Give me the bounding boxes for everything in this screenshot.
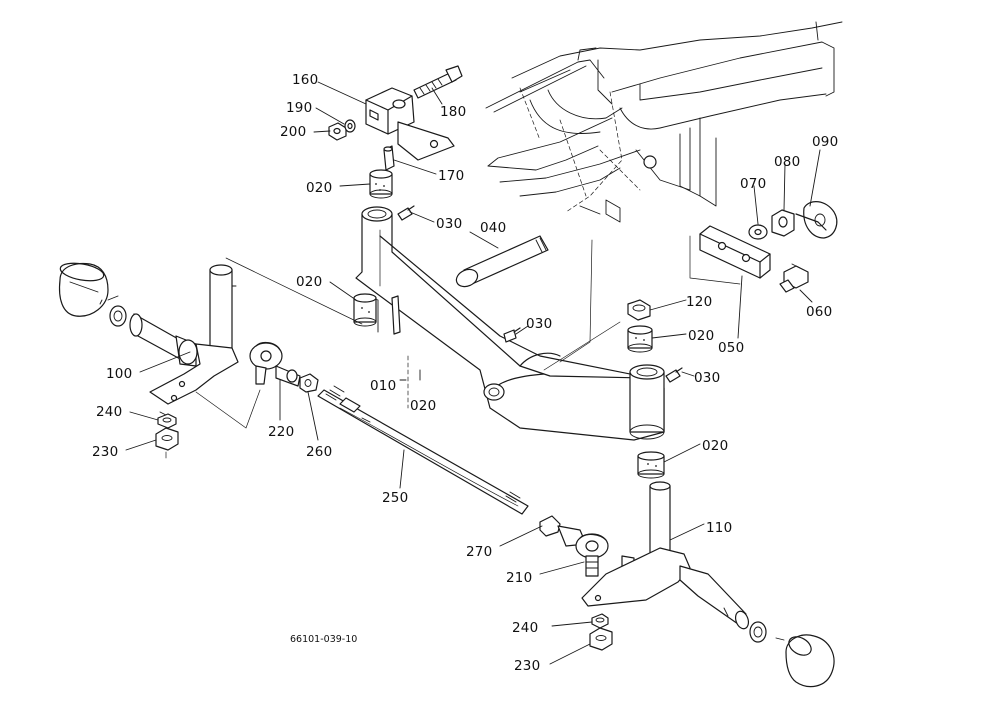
callout-170: 170 [438,168,464,184]
callout-230-right: 230 [514,658,540,674]
right-steering-knuckle [581,481,835,688]
tractor-frame [485,21,843,223]
bushing-mid [353,293,401,335]
callout-200: 200 [280,124,306,140]
callout-240-left: 240 [96,404,122,420]
callout-020-right: 020 [688,328,714,344]
callout-040: 040 [480,220,506,236]
callout-020-upper: 020 [306,180,332,196]
callout-080: 080 [774,154,800,170]
callout-020-mid: 020 [296,274,322,290]
callout-260: 260 [306,444,332,460]
callout-230-left: 230 [92,444,118,460]
callout-270: 270 [466,544,492,560]
callout-160: 160 [292,72,318,88]
callout-labels: 160 180 190 200 170 020 030 040 090 080 … [92,72,838,674]
left-tie-rod-end [249,341,319,393]
callout-010: 010 [370,378,396,394]
callout-090: 090 [812,134,838,150]
callout-030-mid: 030 [526,316,552,332]
callout-210: 210 [506,570,532,586]
leader-lines [125,81,821,665]
callout-020-lower: 020 [702,438,728,454]
callout-240-right: 240 [512,620,538,636]
bushing-upper [369,169,393,199]
grease-fittings [397,205,683,383]
callout-020-beam: 020 [410,398,436,414]
callout-220: 220 [268,424,294,440]
pivot-pin [455,235,549,288]
callout-050: 050 [718,340,744,356]
drawing-number: 66101-039-10 [290,634,357,645]
callout-120: 120 [686,294,712,310]
right-knuckle-bushings [627,299,665,479]
right-tie-rod-end [539,515,609,577]
left-steering-knuckle [58,262,239,459]
callout-110: 110 [706,520,732,536]
callout-070: 070 [740,176,766,192]
pivot-bracket-assembly [328,65,463,171]
front-axle-beam [355,206,665,441]
mount-plate-assembly [699,201,838,293]
callout-100: 100 [106,366,132,382]
callout-250: 250 [382,490,408,506]
callout-190: 190 [286,100,312,116]
callout-180: 180 [440,104,466,120]
callout-060: 060 [806,304,832,320]
tie-rod [317,385,529,515]
callout-030-upper: 030 [436,216,462,232]
callout-030-right: 030 [694,370,720,386]
